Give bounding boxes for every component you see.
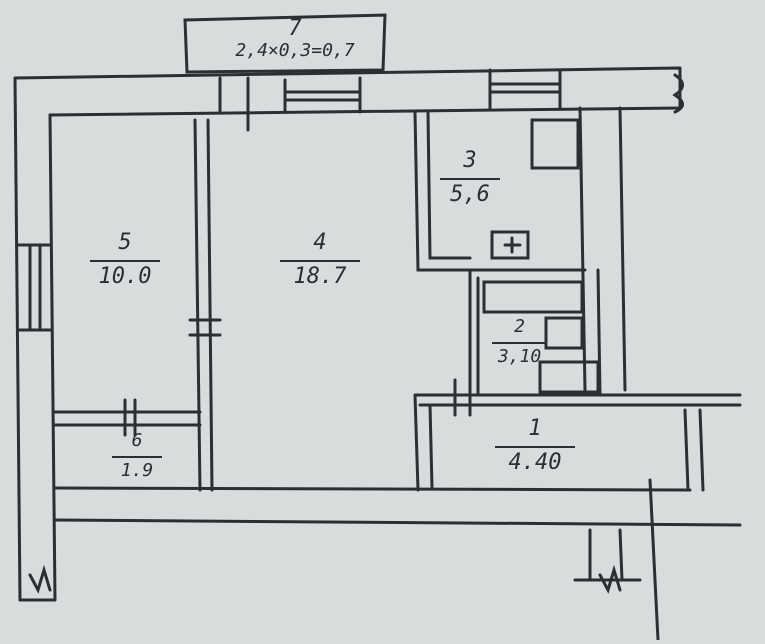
room-7-area: 2,4×0,3=0,7 [235, 40, 355, 61]
room-7-label: 7 2,4×0,3=0,7 [230, 18, 360, 60]
outer-wall-left [18, 113, 57, 602]
room-6-label: 6 1.9 [112, 432, 162, 480]
inner-wall-bottom [53, 486, 742, 527]
room-1-area: 4.40 [495, 446, 575, 474]
partition-5-6 [53, 410, 202, 427]
break-mark-top [672, 73, 684, 114]
room-6-number: 6 [131, 430, 143, 451]
door-hall [453, 378, 472, 417]
room-4-label: 4 18.7 [280, 232, 360, 288]
window-left [16, 243, 52, 332]
room-3-label: 3 5,6 [440, 150, 500, 206]
room-4-area: 18.7 [280, 260, 360, 288]
bathroom-walls [468, 268, 602, 397]
kitchen-walls [413, 106, 587, 392]
room-4-number: 4 [313, 230, 327, 255]
washbasin [544, 316, 584, 350]
break-mark-bottom-left [28, 564, 52, 594]
room-7-number: 7 [288, 16, 302, 41]
room-2-label: 2 3,10 [492, 318, 547, 366]
window-top-2 [488, 68, 562, 110]
balcony-outline [183, 13, 387, 74]
sink [490, 230, 530, 260]
partition-5-4 [193, 118, 214, 492]
room-6-area: 1.9 [112, 456, 162, 480]
room-1-label: 1 4.40 [495, 418, 575, 474]
outer-wall-top [13, 66, 682, 602]
stove [530, 118, 580, 170]
window-top-1 [218, 76, 362, 132]
bottom-projection [573, 478, 660, 642]
room-2-number: 2 [514, 316, 525, 337]
toilet [538, 360, 600, 394]
room-3-number: 3 [463, 148, 477, 173]
room-5-area: 10.0 [90, 260, 160, 288]
room-1-number: 1 [528, 416, 542, 441]
bathtub [482, 280, 584, 314]
room-3-area: 5,6 [440, 178, 500, 206]
room-2-area: 3,10 [492, 342, 547, 366]
door-5-4 [188, 318, 222, 337]
room-5-label: 5 10.0 [90, 232, 160, 288]
door-6 [123, 398, 137, 437]
room-5-number: 5 [118, 230, 132, 255]
hall-walls [413, 106, 742, 492]
